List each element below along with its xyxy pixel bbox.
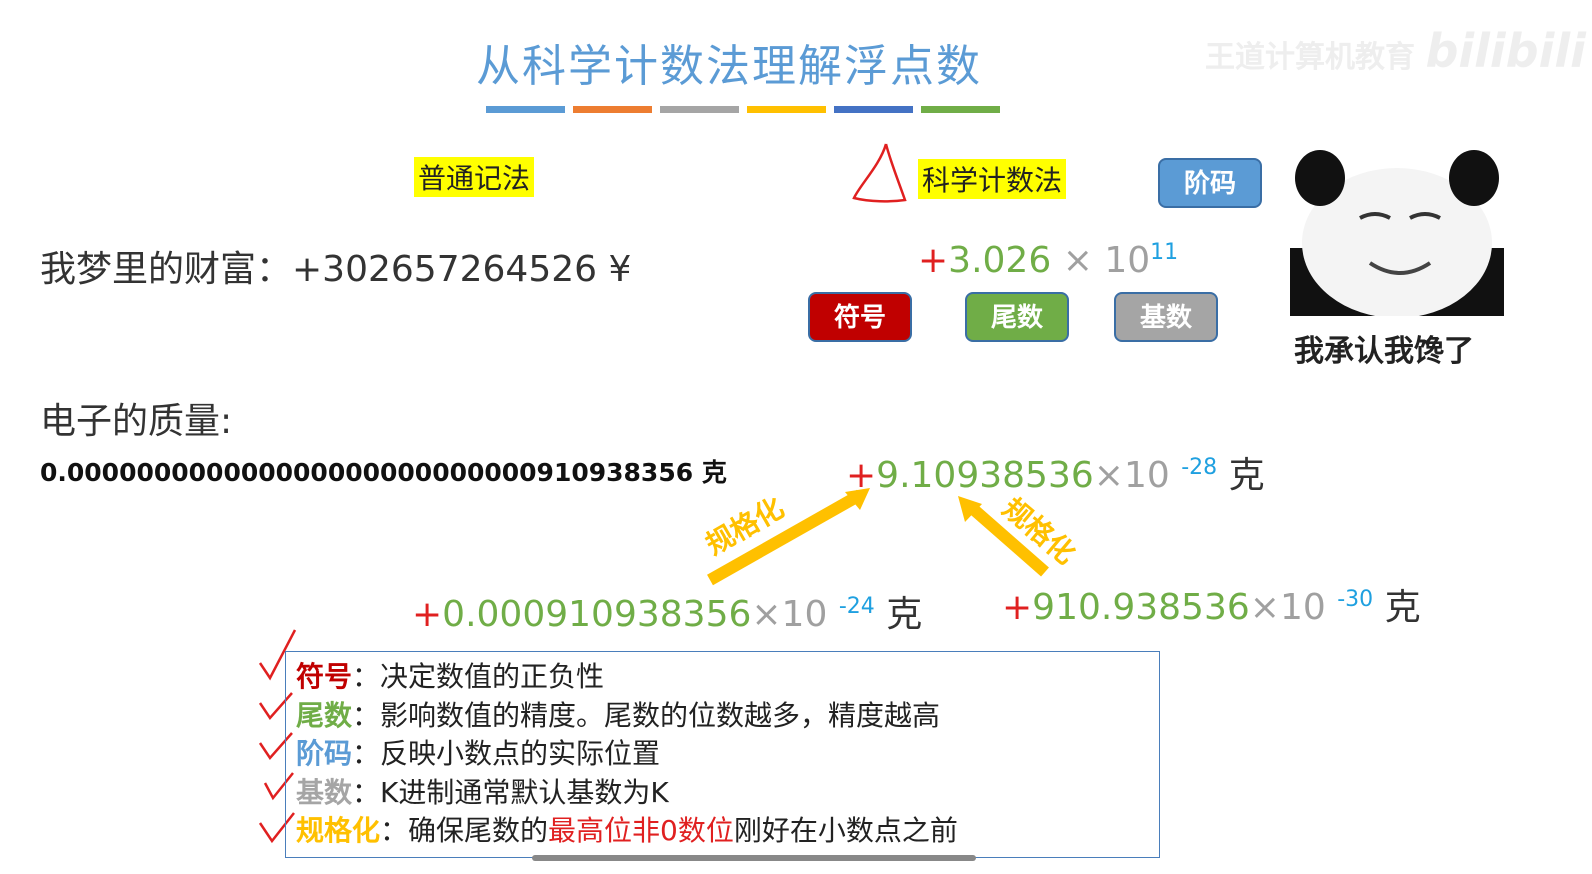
wealth-line: 我梦里的财富：+302657264526 ¥ (40, 249, 632, 290)
exponent-tag: 阶码 (1158, 158, 1262, 208)
definitions-box: 符号：决定数值的正负性 尾数：影响数值的精度。尾数的位数越多，精度越高 阶码：反… (285, 651, 1160, 858)
mantissa-tag: 尾数 (965, 292, 1069, 342)
sign-tag: 符号 (808, 292, 912, 342)
radix-tag: 基数 (1114, 292, 1218, 342)
video-progress-scrollbar[interactable] (532, 855, 976, 861)
hand-drawn-triangle-icon (852, 143, 907, 203)
definition-radix: 基数：K进制通常默认基数为K (296, 775, 669, 809)
definition-mantissa: 尾数：影响数值的精度。尾数的位数越多，精度越高 (296, 698, 941, 732)
electron-left-form: +0.000910938356×10 -24 克 (412, 594, 923, 635)
electron-normalized: +9.10938536×10 -28 克 (846, 455, 1265, 496)
electron-right-form: +910.938536×10 -30 克 (1002, 587, 1421, 628)
wealth-scientific: +3.026 × 1011 (918, 240, 1179, 281)
normalize-arrows-icon (707, 488, 1049, 586)
electron-value: 0.000000000000000000000000000910938356 克 (40, 458, 727, 487)
definition-exponent: 阶码：反映小数点的实际位置 (296, 737, 661, 770)
definition-normalization: 规格化：确保尾数的最高位非0数位刚好在小数点之前 (296, 814, 958, 847)
check-marks-icon (258, 629, 297, 844)
watermark: 王道计算机教育 bilibili (1205, 24, 1586, 78)
panda-meme-image (1290, 150, 1504, 316)
meme-caption: 我承认我馋了 (1294, 334, 1474, 369)
electron-label: 电子的质量: (40, 401, 233, 442)
definition-sign: 符号：决定数值的正负性 (296, 660, 605, 693)
normal-notation-label: 普通记法 (414, 157, 535, 197)
title-color-bars (486, 106, 1000, 113)
scientific-notation-label: 科学计数法 (918, 159, 1067, 199)
slide-title: 从科学计数法理解浮点数 (476, 41, 982, 92)
